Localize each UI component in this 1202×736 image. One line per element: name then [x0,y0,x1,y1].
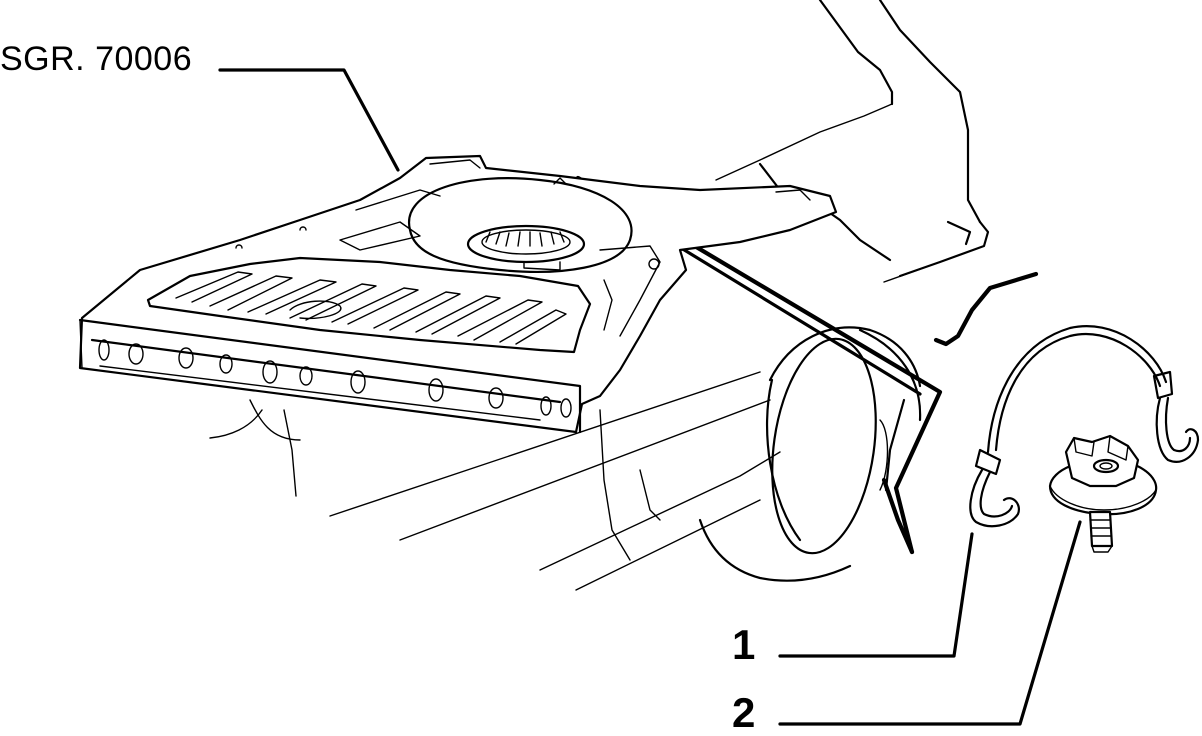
trunk-floor-pan [78,154,838,434]
callout-1-number: 1 [732,621,756,668]
car-body-outline [209,0,1039,591]
elastic-strap-part [969,325,1200,528]
callout-2-leader [778,520,1082,726]
callout-1-leader [778,532,974,658]
reference-leader-line [218,68,400,172]
wheel-clamp-part [1048,434,1158,553]
front-rail-holes [98,339,572,418]
floor-ribs [175,271,567,345]
callout-2-number: 2 [732,689,756,736]
wheel-well-ribs [485,231,565,247]
reference-label: SGR. 70006 [0,40,193,78]
